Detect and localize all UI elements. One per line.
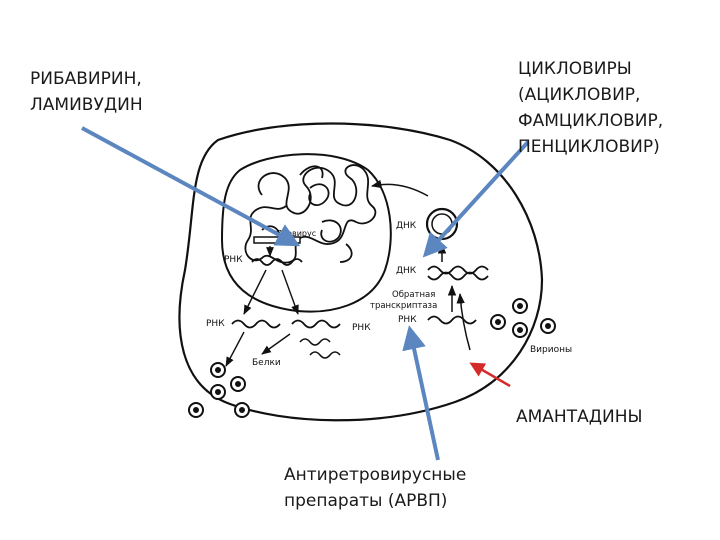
virion-core — [215, 389, 221, 395]
cyclovirs-line-1: ЦИКЛОВИРЫ — [518, 59, 632, 79]
protein-squiggle-1 — [299, 338, 331, 346]
rna-left-label: РНК — [206, 319, 225, 329]
virion-core — [239, 407, 245, 413]
arrow-virion-entry — [456, 292, 471, 351]
cyclovirs-label: ЦИКЛОВИРЫ (АЦИКЛОВИР, ФАМЦИКЛОВИР, ПЕНЦИ… — [518, 56, 663, 160]
ribavirin-lamivudine-label: РИБАВИРИН, ЛАМИВУДИН — [30, 66, 143, 118]
virion-core — [495, 319, 501, 325]
virion-core — [517, 327, 523, 333]
cyclovirs-line-2: (АЦИКЛОВИР, — [518, 85, 641, 105]
protein-squiggle-2 — [309, 351, 341, 359]
ribavirin-line-1: РИБАВИРИН, — [30, 69, 142, 89]
arrow-ribavirin — [81, 126, 301, 247]
virion-core — [193, 407, 199, 413]
virion-core — [235, 381, 241, 387]
dna-cyto-wave-1 — [427, 265, 489, 275]
chromatin — [244, 164, 377, 264]
virion-core — [545, 323, 551, 329]
cyclovirs-line-4: ПЕНЦИКЛОВИР) — [518, 137, 660, 157]
rna-left-wave — [231, 319, 281, 329]
rna-mid-label: РНК — [352, 323, 371, 333]
arrow-arvp — [402, 325, 440, 461]
arvp-label: Антиретровирусные препараты (АРВП) — [284, 462, 466, 514]
cyclovirs-line-3: ФАМЦИКЛОВИР, — [518, 111, 664, 131]
rna-cyto-right-label: РНК — [398, 315, 417, 325]
virions-label: Вирионы — [530, 345, 572, 355]
rna-nucleus-wave — [251, 258, 303, 266]
arrow-amantadine — [469, 362, 511, 388]
rt-label-1: Обратная — [392, 290, 435, 300]
dna-cyto-wave-2 — [427, 271, 489, 281]
arrow-cyclovirs — [422, 140, 530, 258]
amantadine-text: АМАНТАДИНЫ — [516, 407, 643, 427]
virion-core — [517, 303, 523, 309]
amantadine-label: АМАНТАДИНЫ — [516, 404, 643, 430]
arrow-rna-left — [243, 269, 267, 315]
rna-mid-wave — [291, 319, 341, 329]
arrow-to-proteins — [261, 333, 291, 355]
nucleus-membrane — [220, 153, 392, 313]
rt-label-2: транскриптаза — [370, 301, 437, 311]
virion-core — [215, 367, 221, 373]
cell-membrane — [178, 122, 544, 422]
proteins-label: Белки — [252, 358, 281, 368]
ribavirin-line-2: ЛАМИВУДИН — [30, 95, 143, 115]
dna-cyto-label: ДНК — [396, 266, 417, 276]
arvp-line-1: Антиретровирусные — [284, 465, 467, 485]
arrow-rna-mid — [281, 269, 299, 315]
rna-nucleus-label: РНК — [224, 255, 243, 265]
rna-cyto-right-wave — [427, 315, 477, 325]
dna-ring-label: ДНК — [396, 221, 417, 231]
virions-group — [188, 298, 556, 418]
arrow-to-exit — [225, 331, 245, 367]
arvp-line-2: препараты (АРВП) — [284, 491, 448, 511]
arrow-ring-to-nucleus — [370, 179, 429, 197]
